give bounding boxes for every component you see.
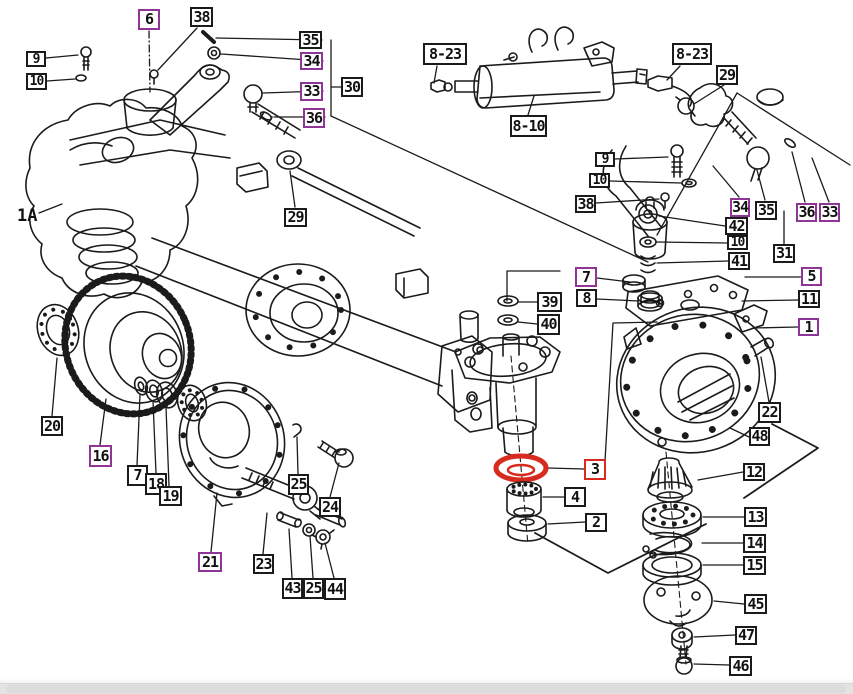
final-drive-housing-drawing xyxy=(25,98,231,299)
part-label-7-right[interactable]: 7 xyxy=(575,267,597,287)
scroll-fade xyxy=(0,678,853,684)
part-label-30[interactable]: 30 xyxy=(341,77,363,97)
part-label-45[interactable]: 45 xyxy=(744,594,767,614)
part-label-3[interactable]: 3 xyxy=(584,459,606,480)
part-label-2[interactable]: 2 xyxy=(585,513,607,532)
part-label-41[interactable]: 41 xyxy=(728,252,750,270)
part-label-34-right[interactable]: 34 xyxy=(730,198,750,217)
center-knuckle-kingpin-drawing xyxy=(451,333,561,546)
part-label-11[interactable]: 11 xyxy=(798,290,820,308)
ring-gear-assembly-drawing xyxy=(36,272,286,507)
pinion-parts-column-drawing xyxy=(642,451,713,675)
part-label-36-left[interactable]: 36 xyxy=(303,108,325,128)
part-label-34-left[interactable]: 34 xyxy=(300,52,323,70)
part-label-21[interactable]: 21 xyxy=(198,552,222,572)
leader-lines xyxy=(38,27,851,666)
part-label-16[interactable]: 16 xyxy=(89,445,112,467)
part-label-14[interactable]: 14 xyxy=(743,534,766,553)
part-label-35-right[interactable]: 35 xyxy=(755,201,777,220)
part-label-10-mid[interactable]: 10 xyxy=(727,235,748,250)
diagram-ref-1A: 1A xyxy=(17,206,38,226)
part-label-9-right[interactable]: 9 xyxy=(595,152,615,167)
part-label-4[interactable]: 4 xyxy=(564,487,586,507)
part-label-8-23-right[interactable]: 8-23 xyxy=(672,43,712,65)
diff-carrier-housing-drawing xyxy=(615,304,777,454)
part-label-12[interactable]: 12 xyxy=(743,463,765,481)
part-label-43[interactable]: 43 xyxy=(282,578,303,599)
steering-cylinder-drawing xyxy=(430,26,734,128)
part-label-8-10[interactable]: 8-10 xyxy=(510,115,547,137)
part-label-40[interactable]: 40 xyxy=(537,314,560,335)
part-label-19[interactable]: 19 xyxy=(159,486,182,506)
horizontal-scrollbar-thumb[interactable] xyxy=(6,685,846,693)
part-label-48[interactable]: 48 xyxy=(749,427,770,446)
part-label-31[interactable]: 31 xyxy=(773,244,795,263)
part-label-23[interactable]: 23 xyxy=(253,554,274,574)
part-label-6[interactable]: 6 xyxy=(138,9,160,30)
part-label-5[interactable]: 5 xyxy=(801,267,822,286)
part-label-36-right[interactable]: 36 xyxy=(796,203,817,222)
part-label-10-top-left[interactable]: 10 xyxy=(26,73,47,90)
part-label-15[interactable]: 15 xyxy=(743,556,766,575)
part-label-10-right[interactable]: 10 xyxy=(589,173,610,188)
thrust-washers-drawing xyxy=(459,290,660,343)
steering-arm-drawing xyxy=(75,30,421,237)
part-label-22[interactable]: 22 xyxy=(758,402,781,423)
part-label-13[interactable]: 13 xyxy=(744,507,767,527)
horizontal-scrollbar[interactable] xyxy=(0,683,853,694)
part-label-42[interactable]: 42 xyxy=(725,217,748,235)
part-label-44[interactable]: 44 xyxy=(324,578,346,600)
axle-housing-drawing xyxy=(135,162,493,413)
part-label-35-left[interactable]: 35 xyxy=(299,31,322,49)
part-label-1[interactable]: 1 xyxy=(798,318,819,336)
part-label-8-23-left[interactable]: 8-23 xyxy=(423,43,467,65)
part-label-39[interactable]: 39 xyxy=(537,292,562,312)
part-label-29-right[interactable]: 29 xyxy=(716,65,738,85)
part-label-38-right[interactable]: 38 xyxy=(575,195,596,213)
part-label-29-left[interactable]: 29 xyxy=(284,208,307,227)
part-label-33-right[interactable]: 33 xyxy=(819,203,840,222)
part-label-24[interactable]: 24 xyxy=(319,497,341,517)
part-label-20[interactable]: 20 xyxy=(41,416,63,436)
part-label-46[interactable]: 46 xyxy=(729,656,752,676)
part-label-33-left[interactable]: 33 xyxy=(300,82,323,101)
part-label-38-top[interactable]: 38 xyxy=(190,7,213,27)
part-label-25-top[interactable]: 25 xyxy=(288,474,309,495)
part-label-8-right[interactable]: 8 xyxy=(576,289,597,307)
part-label-25-bottom[interactable]: 25 xyxy=(303,578,324,599)
part-label-47[interactable]: 47 xyxy=(735,626,757,645)
part-label-9-top-left[interactable]: 9 xyxy=(26,51,46,67)
